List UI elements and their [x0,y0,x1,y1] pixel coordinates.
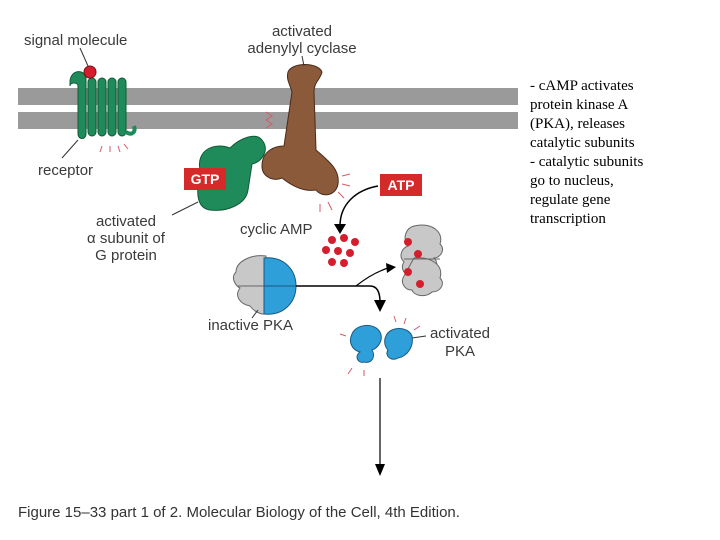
figure-caption: Figure 15–33 part 1 of 2. Molecular Biol… [18,504,460,521]
note-line: protein kinase A [530,97,629,113]
note-line: transcription [530,211,606,227]
signal-molecule-label: signal molecule [24,32,127,49]
nucleus-arrowhead [375,464,385,476]
cyclase-activation-mark [265,111,273,129]
note-line: go to nucleus, [530,173,614,189]
alpha-subunit-label-1: activated [96,213,156,230]
activated-pka-label-2: PKA [445,343,475,360]
note-line: catalytic subunits [530,135,635,151]
inactive-pka [233,255,297,315]
note-line: - catalytic subunits [530,154,644,170]
cyclase-leader [301,55,305,67]
membrane-outer-leaflet [18,88,518,105]
explanation-notes: - cAMP activates protein kinase A (PKA),… [530,77,710,229]
atp-badge [380,174,422,196]
receptor-label: receptor [38,162,93,179]
gtp-badge [184,168,226,190]
signal-molecule-dot [83,65,97,79]
activated-pka-label-1: activated [430,325,490,342]
inactive-pka-leader [251,309,259,319]
activated-cyclase-label-2: adenylyl cyclase [247,40,356,57]
activated-pka-leader [411,335,427,339]
atp-to-camp-arrow [339,185,379,227]
cyclic-amp-molecules [322,234,359,267]
atp-to-camp-arrowhead [334,224,346,234]
alpha-subunit-label-3: G protein [95,247,157,264]
note-line: regulate gene [530,192,611,208]
inactive-pka-label: inactive PKA [208,317,293,334]
plasma-membrane [18,88,518,129]
note-line: (PKA), releases [530,116,625,132]
alpha-subunit-leader [171,201,199,216]
membrane-inner-leaflet [18,112,518,129]
cyclic-amp-label: cyclic AMP [240,221,313,238]
activated-pka-subunits [339,315,421,376]
regulatory-arrowhead [386,263,396,273]
activated-cyclase-label-1: activated [272,23,332,40]
adenylyl-cyclase [261,64,339,196]
g-protein-alpha-subunit [197,135,266,211]
pka-release-arrowhead [374,300,386,312]
note-line: - cAMP activates [530,78,634,94]
gtp-label: GTP [191,171,220,187]
signal-molecule-leader [79,47,89,67]
alpha-subunit-label-2: α subunit of [87,230,166,247]
pka-release-arrow [296,285,381,303]
regulatory-arrow [355,267,389,287]
receptor [69,65,137,153]
receptor-leader [61,139,79,159]
atp-label: ATP [388,177,415,193]
regulatory-subunits-with-camp [400,224,443,297]
